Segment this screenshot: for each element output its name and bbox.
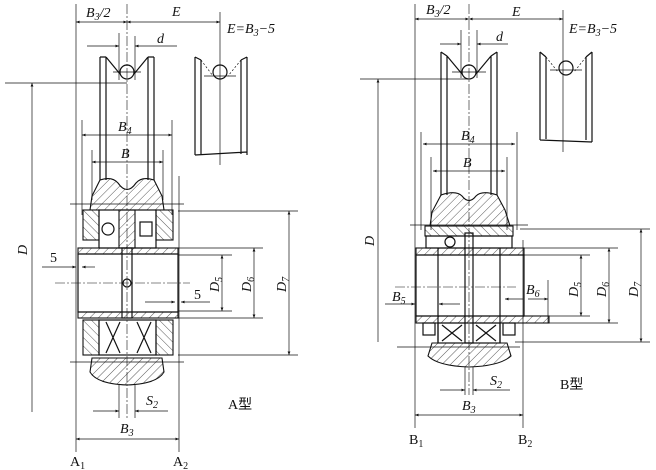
a2-label: A2 <box>173 455 188 470</box>
b3-half-label: B3/2 <box>426 3 450 20</box>
d5-label: D5 <box>567 282 584 298</box>
big-d-label: D <box>16 245 31 256</box>
d5-label: D5 <box>208 277 225 293</box>
b3-label: B3 <box>120 422 134 439</box>
formula-label: E=B3−5 <box>568 22 617 39</box>
a1-label: A1 <box>70 455 85 470</box>
d-label: d <box>157 32 165 47</box>
d7-label: D7 <box>627 281 644 298</box>
d7-label: D7 <box>275 276 292 293</box>
hub-section <box>395 192 550 368</box>
side-view-groove <box>194 56 248 156</box>
s2-label: S2 <box>490 374 502 391</box>
five-right-label: 5 <box>194 288 201 303</box>
five-left-label: 5 <box>50 251 57 266</box>
type-b-caption: B型 <box>560 377 583 393</box>
formula-label: E=B3−5 <box>226 22 275 39</box>
b5-label: B5 <box>392 290 406 307</box>
type-b-drawing: B3/2 E E=B3−5 d D B4 B <box>360 3 650 450</box>
e-label: E <box>511 5 521 20</box>
d-label: d <box>496 30 504 45</box>
b4-label: B4 <box>461 129 475 146</box>
b-label: B <box>121 147 130 162</box>
d6-label: D6 <box>595 282 612 298</box>
b6-label: B6 <box>526 283 540 300</box>
b3-label: B3 <box>462 399 476 416</box>
b1-label: B1 <box>409 433 423 450</box>
b3-half-label: B3/2 <box>86 6 110 23</box>
s2-label: S2 <box>146 394 158 411</box>
sheave <box>440 51 498 195</box>
big-d-label: D <box>363 236 378 247</box>
b-label: B <box>463 156 472 171</box>
ball-bearing-icon <box>101 222 115 236</box>
b4-label: B4 <box>118 120 132 137</box>
hub-section <box>55 177 190 386</box>
side-view-groove <box>539 51 593 143</box>
d6-label: D6 <box>240 277 257 293</box>
ball-bearing-icon <box>444 236 456 248</box>
sheave <box>99 56 155 180</box>
b2-label: B2 <box>518 433 532 450</box>
e-label: E <box>171 5 181 20</box>
type-a-drawing: B3/2 E E=B3−5 d D B4 B <box>5 4 298 470</box>
type-a-caption: A型 <box>228 397 252 413</box>
